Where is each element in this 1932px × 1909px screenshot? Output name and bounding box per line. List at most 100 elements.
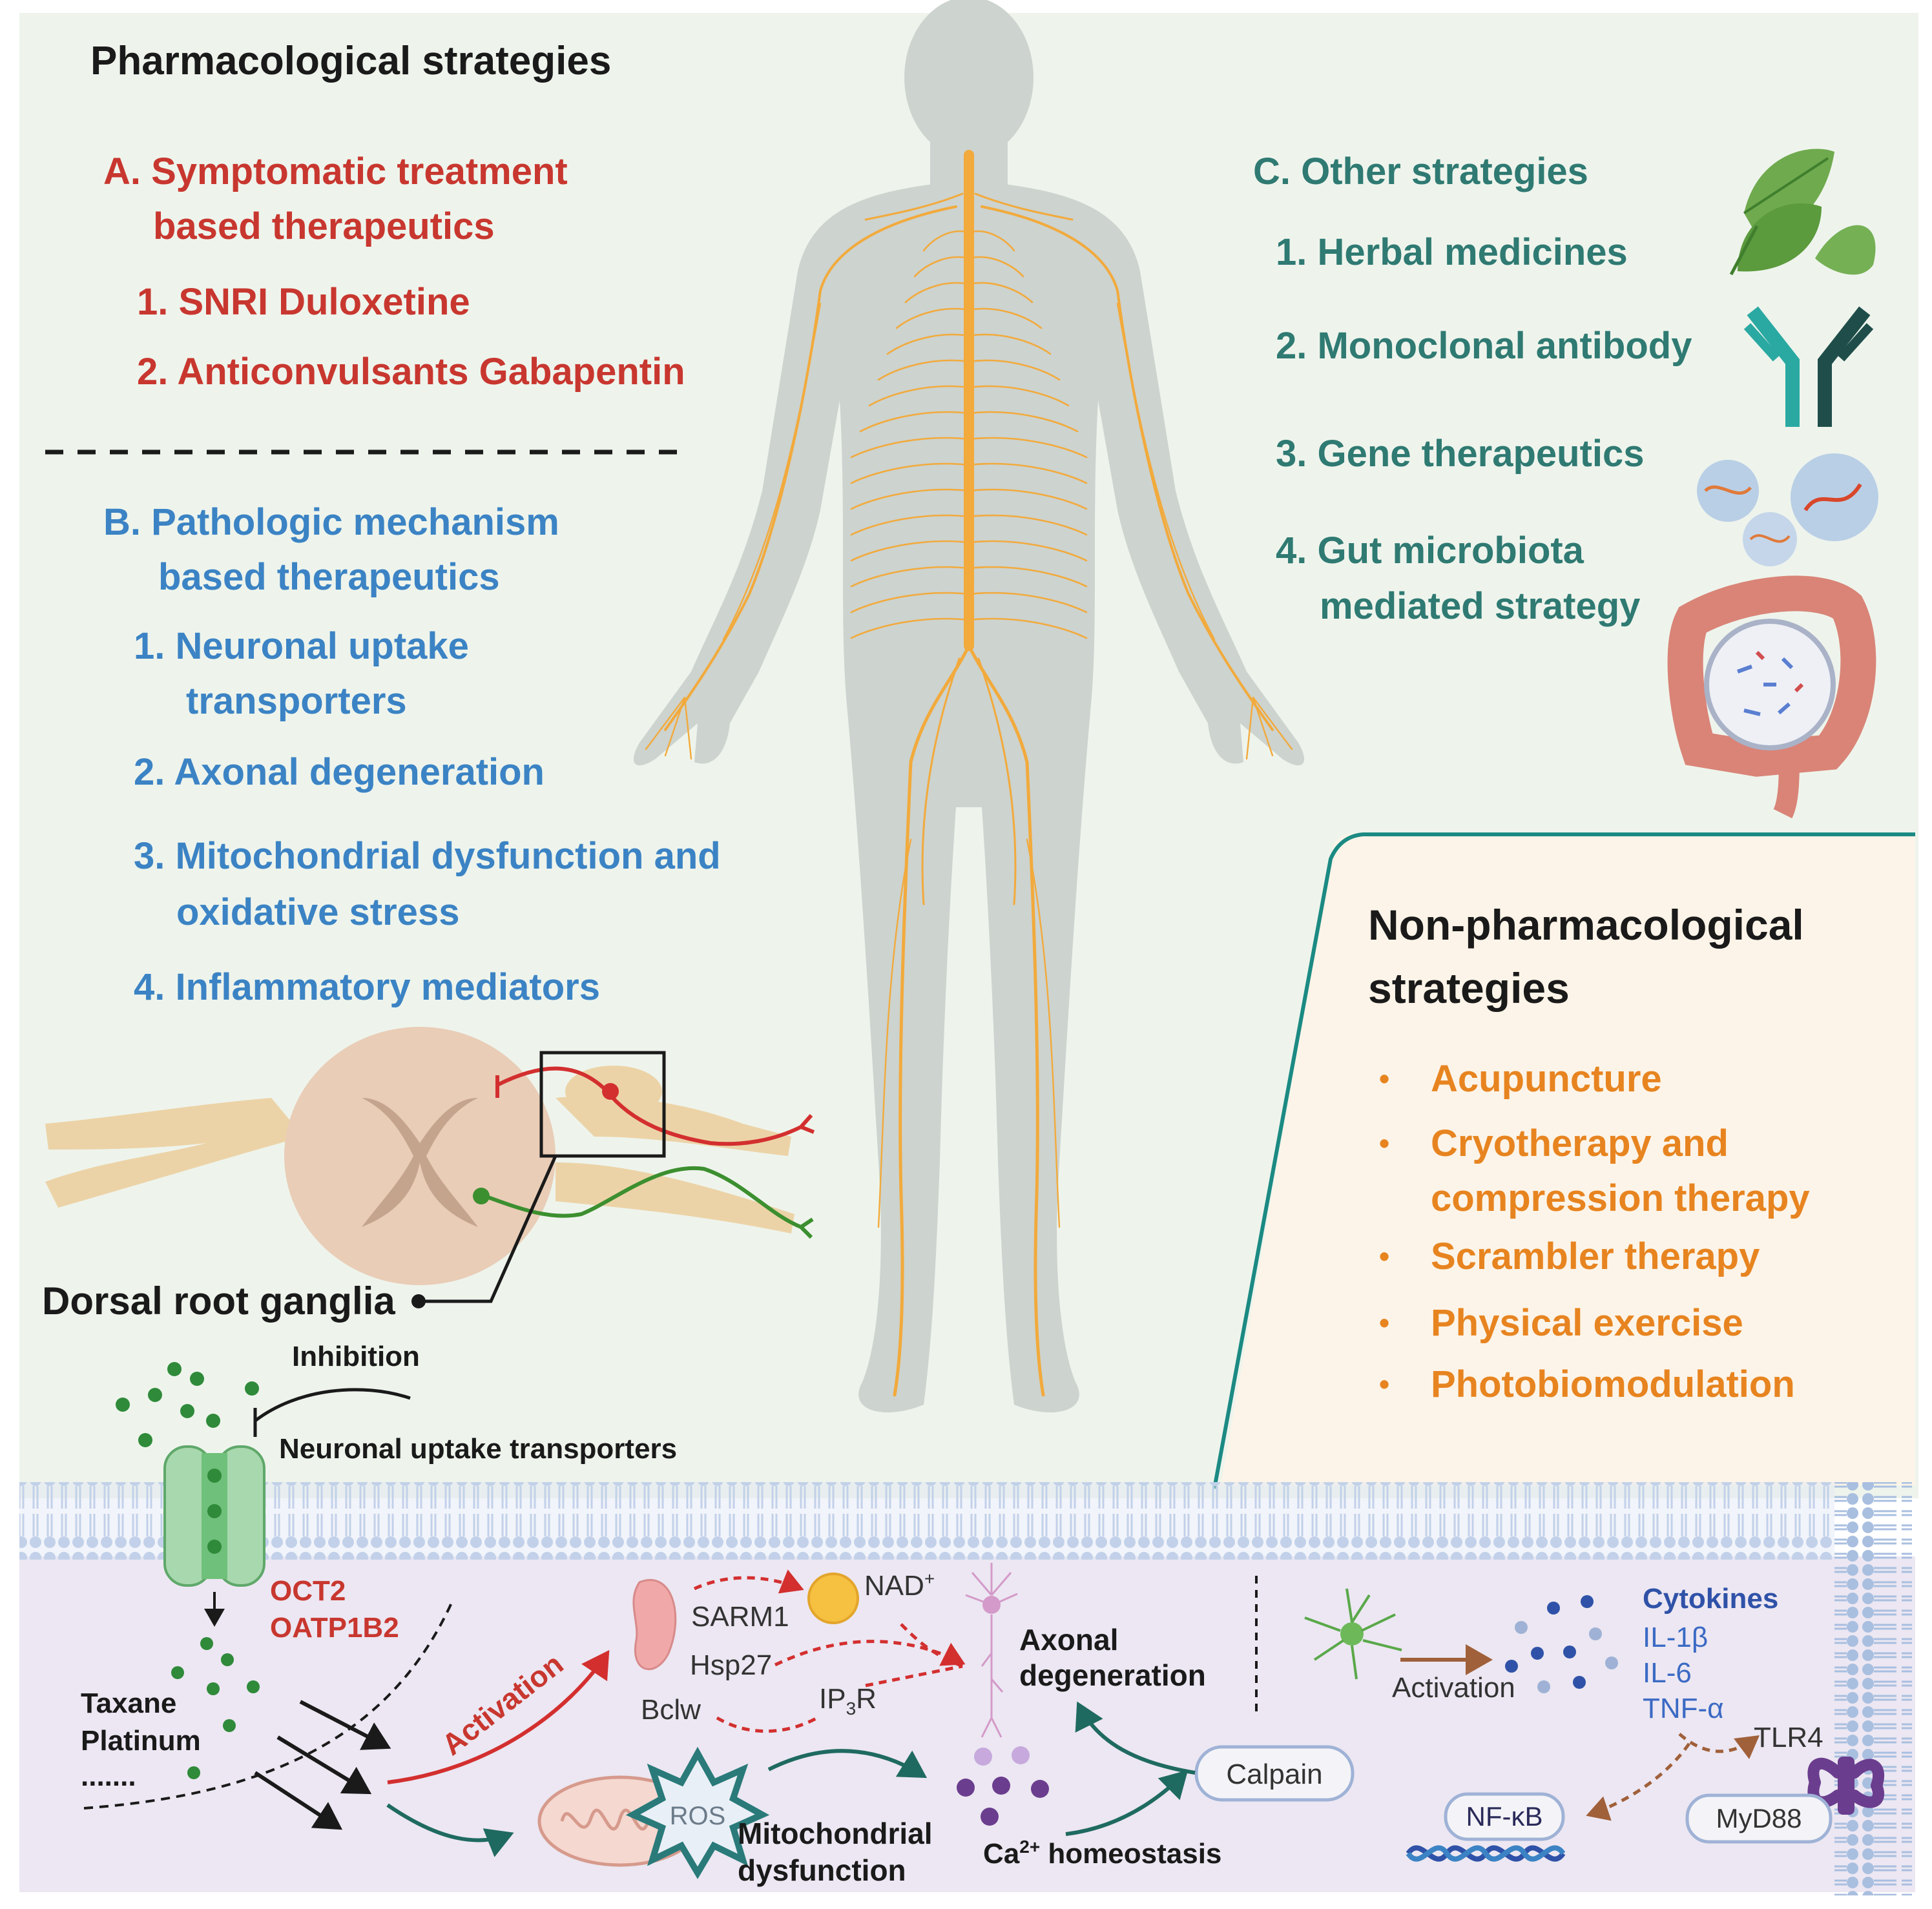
nonpharm-list: •Acupuncture•Cryotherapy andcompression … xyxy=(1379,1058,1810,1405)
thoracic-nerve-branch xyxy=(850,566,970,588)
inhibition-arc xyxy=(254,1388,411,1422)
nonpharm-title-line1: Non-pharmacological xyxy=(1368,901,1804,949)
ros-star-icon xyxy=(625,1746,770,1879)
section-a-heading-line2: based therapeutics xyxy=(153,205,495,247)
herbal-leaf-icon xyxy=(1729,149,1876,276)
section-b-heading-line2: based therapeutics xyxy=(158,556,500,598)
platinum-label: Platinum xyxy=(81,1725,201,1757)
drg-pointer-dot xyxy=(411,1294,426,1308)
thoracic-nerve-branch xyxy=(968,566,1088,588)
section-c-item-1: 1. Herbal medicines xyxy=(1276,231,1628,273)
thoracic-nerve-branch xyxy=(850,514,970,536)
nonpharm-item: compression therapy xyxy=(1431,1177,1810,1219)
nad-to-axon-arrow xyxy=(900,1623,963,1668)
thoracic-nerve-branch xyxy=(904,282,970,304)
thoracic-nerve-branch xyxy=(850,488,970,510)
nonpharm-bullet: • xyxy=(1379,1239,1389,1273)
thoracic-nerve-branch xyxy=(886,333,970,355)
thoracic-nerve-branch xyxy=(922,230,970,252)
thoracic-nerve-branch xyxy=(968,411,1079,433)
section-b-item-2: 2. Axonal degeneration xyxy=(134,751,545,793)
drg-label: Dorsal root ganglia xyxy=(42,1279,395,1323)
thoracic-nerve-branch xyxy=(968,359,1061,381)
ip3r-arrow xyxy=(865,1664,963,1687)
calcium-to-calpain-arrow xyxy=(1065,1770,1189,1836)
section-c-item-2: 2. Monoclonal antibody xyxy=(1276,325,1692,367)
nonpharm-item: Scrambler therapy xyxy=(1431,1235,1760,1277)
nonpharm-item: Physical exercise xyxy=(1431,1302,1743,1344)
nonpharm-item: Cryotherapy and xyxy=(1431,1122,1729,1164)
tlr4-receptor-icon xyxy=(1807,1757,1885,1815)
dna-helix-icon xyxy=(1406,1845,1566,1862)
drug-molecules-extracellular xyxy=(116,1362,259,1447)
mito-to-calcium-arrow xyxy=(767,1749,928,1779)
nonpharm-item: Photobiomodulation xyxy=(1431,1363,1795,1405)
nonpharm-bullet: • xyxy=(1379,1306,1389,1339)
thoracic-nerve-branch xyxy=(859,411,970,433)
nad-label: NAD+ xyxy=(864,1569,935,1602)
motor-neuron-green xyxy=(473,1166,814,1239)
thoracic-nerve-branch xyxy=(895,307,970,329)
monoclonal-antibody-icon xyxy=(1743,306,1874,427)
calpain-label: Calpain xyxy=(1226,1759,1322,1790)
cell-membrane-vertical xyxy=(1834,1482,1912,1895)
section-b-item-4: 4. Inflammatory mediators xyxy=(134,966,600,1008)
drug-action-arrows xyxy=(254,1700,391,1830)
cytokine-to-tlr4-arrow xyxy=(1678,1733,1760,1759)
thoracic-nerve-branch xyxy=(968,333,1052,355)
thoracic-nerve-branch xyxy=(877,359,970,381)
uptake-transporter-icon xyxy=(163,1445,265,1587)
section-b-item-1-line2: transporters xyxy=(186,680,407,722)
myd88-label: MyD88 xyxy=(1716,1803,1802,1833)
oct2-label: OCT2 xyxy=(270,1575,346,1607)
nonpharm-panel-background xyxy=(1221,833,1915,1485)
il6-label: IL-6 xyxy=(1643,1657,1692,1689)
sarm1-protein-icon xyxy=(632,1579,677,1671)
myd88-box xyxy=(1685,1793,1833,1844)
thoracic-nerve-branch xyxy=(850,540,970,562)
thoracic-nerve-branch xyxy=(868,385,970,407)
tlr4-label: TLR4 xyxy=(1754,1722,1823,1753)
activation-label-right: Activation xyxy=(1392,1672,1515,1704)
section-c-item-4-line2: mediated strategy xyxy=(1320,585,1640,627)
drug-molecules-intracellular xyxy=(171,1637,260,1779)
section-b-item-3-line2: oxidative stress xyxy=(176,891,459,933)
il1b-label: IL-1β xyxy=(1643,1622,1708,1653)
sarm1-nad-arrow xyxy=(693,1569,804,1594)
other-drugs-ellipsis: ....... xyxy=(81,1760,136,1792)
nervous-system xyxy=(645,150,1293,1397)
pharm-title: Pharmacological strategies xyxy=(90,39,611,83)
hsp27-arrow xyxy=(774,1640,966,1667)
thoracic-nerve-branch xyxy=(968,462,1088,484)
neuron-icon xyxy=(965,1563,1018,1738)
cytokine-molecules-icon xyxy=(1505,1595,1618,1693)
section-c-item-4-line1: 4. Gut microbiota xyxy=(1276,530,1584,572)
thoracic-nerve-branch xyxy=(968,256,1024,278)
thoracic-nerve-branch xyxy=(968,540,1088,562)
to-nfkb-arrow xyxy=(1586,1742,1691,1821)
taxane-label: Taxane xyxy=(81,1687,176,1719)
thoracic-nerve-branch xyxy=(968,592,1088,614)
thoracic-nerve-branch xyxy=(850,462,970,484)
activation-arrow-red xyxy=(387,1650,610,1784)
nonpharm-panel-border xyxy=(1212,832,1915,1489)
calpain-to-axon-arrow xyxy=(1075,1701,1196,1775)
section-c-heading: C. Other strategies xyxy=(1253,150,1588,192)
section-b-heading-line1: B. Pathologic mechanism xyxy=(103,501,559,543)
calcium-ions-icon xyxy=(957,1746,1049,1826)
cytokines-label: Cytokines xyxy=(1643,1583,1778,1615)
section-c-item-3: 3. Gene therapeutics xyxy=(1276,433,1645,475)
axonal-degeneration-line2: degeneration xyxy=(1019,1658,1206,1692)
ip3r-label: IP3R xyxy=(819,1683,877,1718)
thoracic-nerve-branch xyxy=(968,488,1088,510)
nfkb-box xyxy=(1444,1792,1565,1841)
gut-intestine-icon xyxy=(1667,575,1876,819)
thoracic-nerve-branch xyxy=(968,437,1088,459)
glial-cell-icon xyxy=(1304,1588,1402,1680)
thoracic-nerve-branch xyxy=(850,617,970,639)
section-b-item-3-line1: 3. Mitochondrial dysfunction and xyxy=(134,835,721,877)
section-a-item-1: 1. SNRI Duloxetine xyxy=(137,281,470,323)
nad-molecule-icon xyxy=(807,1573,859,1624)
